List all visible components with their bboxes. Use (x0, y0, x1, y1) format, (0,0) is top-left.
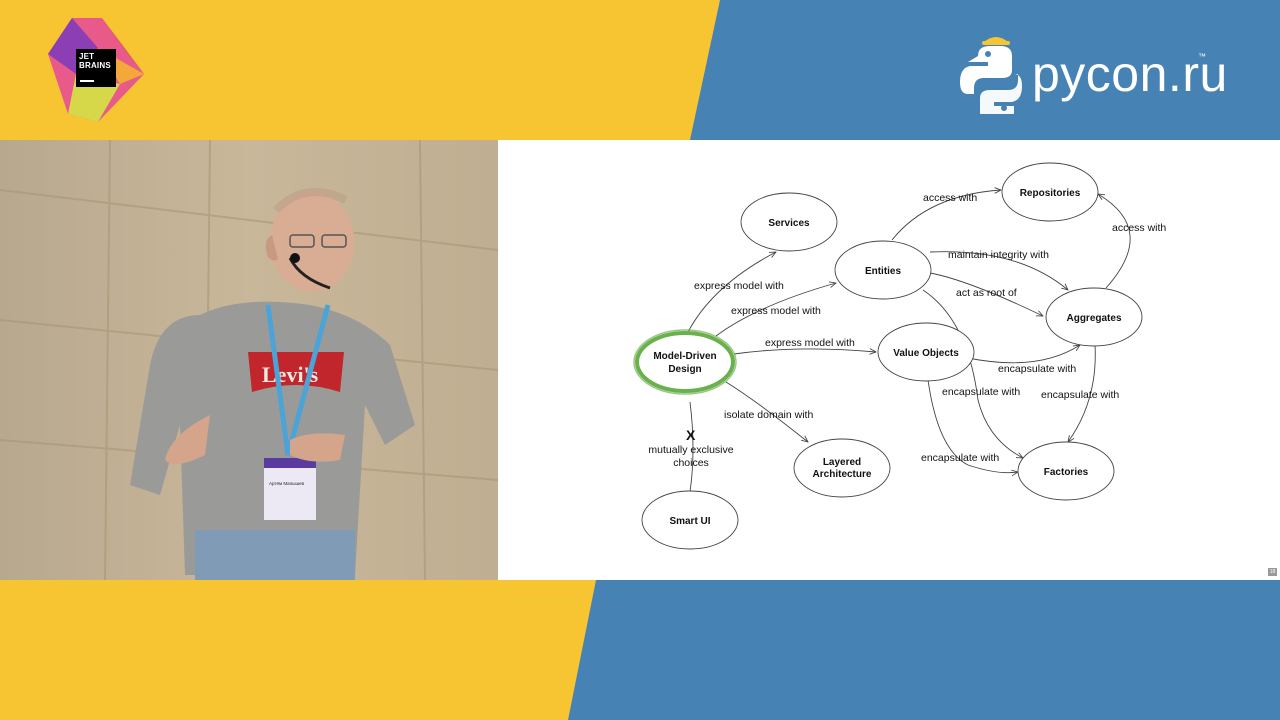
edge-label-root: act as root of (956, 287, 1017, 299)
speaker-glasses (289, 234, 315, 248)
label-model-driven-2: Design (668, 364, 701, 375)
trademark-mark: ™ (1198, 52, 1206, 61)
diagram-nodes (633, 162, 1143, 550)
label-model-driven-1: Model-Driven (653, 351, 716, 362)
label-aggregates: Aggregates (1066, 313, 1121, 324)
edge-valueobjects-aggregates (967, 345, 1080, 364)
edge-entities-root-aggregates (929, 272, 1043, 316)
edge-mdd-valueobjects (733, 349, 876, 354)
node-repositories (1001, 162, 1099, 222)
jetbrains-underline (80, 80, 94, 82)
edge-mdd-entities (715, 283, 836, 337)
edge-label-encapsulate-1: encapsulate with (998, 363, 1076, 375)
edge-label-access-top: access with (923, 192, 977, 204)
shirt-logo (248, 352, 344, 392)
exclusive-x-mark: X (686, 427, 696, 443)
edge-aggregates-factories (1068, 344, 1096, 442)
label-repositories: Repositories (1020, 188, 1081, 199)
speaker-head (270, 192, 354, 292)
node-aggregates (1045, 287, 1143, 347)
diagram-edges (687, 190, 1131, 493)
node-layered-architecture (793, 438, 891, 498)
lanyard (265, 304, 331, 456)
label-entities: Entities (865, 266, 902, 277)
edge-label-express-3: express model with (765, 337, 855, 349)
edge-label-exclusive-2: choices (673, 457, 709, 469)
edge-aggregates-repositories (1098, 194, 1131, 289)
node-smart-ui (641, 490, 739, 550)
speaker-ear (265, 235, 278, 261)
python-logo (960, 37, 1022, 114)
pycon-wordmark: pycon.ru (1032, 46, 1228, 102)
jetbrains-wordmark: JET BRAINS (76, 49, 116, 87)
edge-entities-repositories (891, 190, 1001, 241)
speaker-video: Levi's Артём Малышев (0, 140, 498, 580)
node-entities (834, 240, 932, 300)
speaker-jeans (195, 530, 355, 580)
edge-label-maintain: maintain integrity with (948, 249, 1049, 261)
edge-mdd-layered (725, 381, 808, 442)
edge-mdd-services (687, 252, 776, 333)
edge-label-exclusive-1: mutually exclusive (648, 444, 733, 456)
slide-page-number: 18 (1268, 568, 1277, 576)
edge-valueobjects-factories (927, 379, 1018, 473)
edge-label-express-2: express model with (731, 305, 821, 317)
edge-label-encapsulate-2: encapsulate with (942, 386, 1020, 398)
speaker-shirt (130, 301, 415, 575)
edge-label-encapsulate-3: encapsulate with (1041, 389, 1119, 401)
edge-entities-aggregates (929, 251, 1068, 290)
label-layered-1: Layered (823, 457, 861, 468)
speaker-arm (165, 415, 210, 464)
edge-entities-factories (922, 289, 1023, 458)
presentation-slide: Services Entities Repositories Aggregate… (498, 140, 1280, 580)
label-services: Services (768, 218, 810, 229)
label-layered-2: Architecture (813, 469, 872, 480)
speaker-badge (264, 458, 316, 520)
edge-label-express-1: express model with (694, 280, 784, 292)
badge-name: Артём Малышев (269, 481, 305, 486)
edge-label-encapsulate-4: encapsulate with (921, 452, 999, 464)
wall-panel-lines (0, 140, 498, 580)
node-model-driven-design (635, 331, 735, 393)
label-factories: Factories (1044, 467, 1089, 478)
jetbrains-line1: JET (79, 52, 95, 61)
blue-bottom-panel (568, 580, 1280, 720)
jetbrains-line2: BRAINS (79, 61, 111, 70)
label-value-objects: Value Objects (893, 348, 959, 359)
label-smart-ui: Smart UI (669, 516, 710, 527)
edge-label-isolate: isolate domain with (724, 409, 813, 421)
node-factories (1017, 441, 1115, 501)
node-services (740, 192, 838, 252)
edge-mdd-smartui (689, 401, 694, 493)
edge-label-access-right: access with (1112, 222, 1166, 234)
node-value-objects (877, 322, 975, 382)
